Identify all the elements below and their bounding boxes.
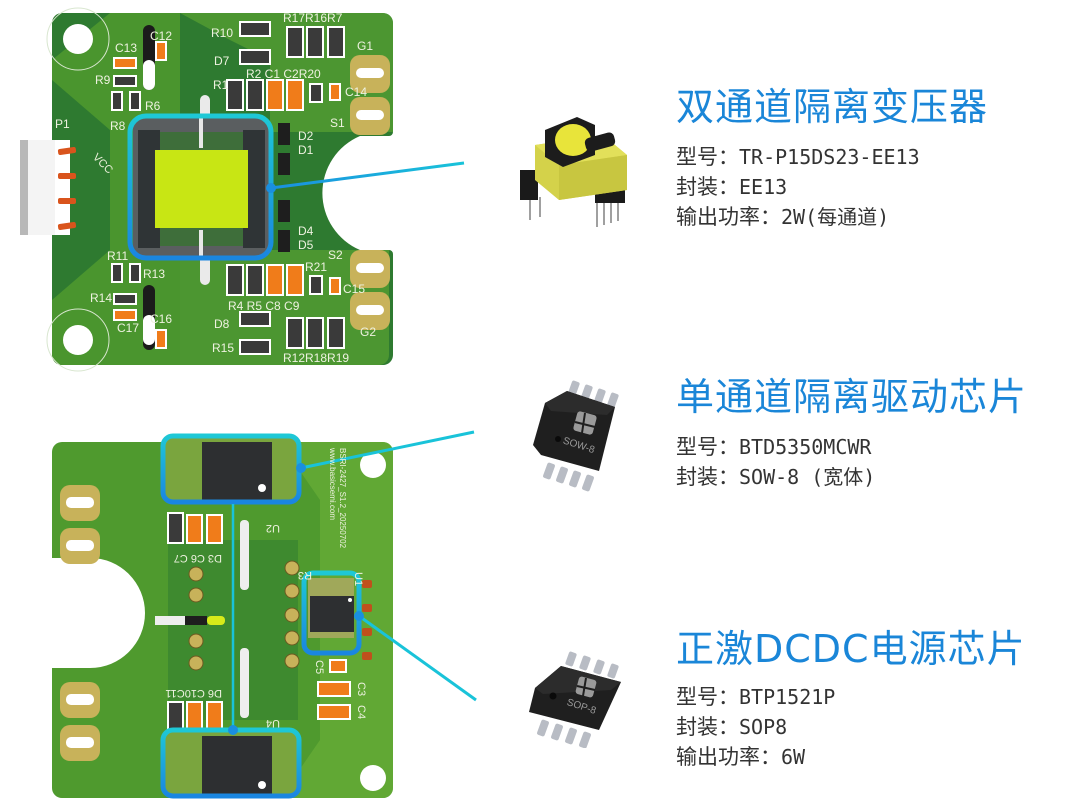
transformer-title: 双通道隔离变压器 bbox=[676, 85, 989, 129]
svg-text:U4: U4 bbox=[266, 717, 280, 729]
svg-text:G2: G2 bbox=[360, 325, 376, 339]
driver-chip-callout-line bbox=[300, 430, 475, 470]
top-pcb-board: P1 R10 R17R16R7 G1 C12 C13 D7 R2 C1 C2R2… bbox=[20, 7, 465, 372]
svg-text:www.basicsemi.com: www.basicsemi.com bbox=[328, 447, 337, 520]
transformer-icon bbox=[520, 117, 627, 227]
transformer-specs: 型号：TR-P15DS23-EE13 封装：EE13 输出功率：2W(每通道) bbox=[676, 142, 920, 232]
transformer-callout-line bbox=[270, 161, 465, 190]
driver-chip-specs: 型号：BTD5350MCWR 封装：SOW-8 (宽体) bbox=[676, 432, 875, 492]
svg-text:S1: S1 bbox=[330, 116, 345, 130]
svg-text:R3: R3 bbox=[298, 569, 312, 581]
svg-text:D5: D5 bbox=[298, 238, 314, 252]
svg-text:R4 R5 C8 C9: R4 R5 C8 C9 bbox=[228, 299, 300, 313]
transformer-t1 bbox=[133, 118, 270, 258]
svg-text:D7: D7 bbox=[214, 54, 230, 68]
svg-text:R1: R1 bbox=[213, 78, 229, 92]
spec-row-package: 封装：SOP8 bbox=[676, 715, 788, 739]
svg-text:D4: D4 bbox=[298, 224, 314, 238]
svg-text:R11: R11 bbox=[107, 249, 128, 263]
svg-text:D1: D1 bbox=[298, 143, 314, 157]
svg-text:R9: R9 bbox=[95, 73, 111, 87]
spec-row-model: 型号：TR-P15DS23-EE13 bbox=[676, 145, 920, 169]
svg-text:C3: C3 bbox=[355, 682, 367, 696]
svg-text:R17R16R7: R17R16R7 bbox=[283, 11, 343, 25]
svg-text:R15: R15 bbox=[212, 341, 234, 355]
svg-text:C15: C15 bbox=[343, 282, 365, 296]
svg-text:R12R18R19: R12R18R19 bbox=[283, 351, 349, 365]
dcdc-chip-specs: 型号：BTP1521P 封装：SOP8 输出功率：6W bbox=[676, 682, 835, 772]
driver-chip-title: 单通道隔离驱动芯片 bbox=[676, 375, 1028, 419]
svg-text:R21: R21 bbox=[305, 260, 327, 274]
svg-text:D8: D8 bbox=[214, 317, 230, 331]
sow8-chip-icon: SOW-8 bbox=[533, 380, 619, 492]
dcdc-chip-callout-line bbox=[358, 614, 477, 702]
svg-text:R6: R6 bbox=[145, 99, 161, 113]
svg-text:R2 C1 C2R20: R2 C1 C2R20 bbox=[246, 67, 321, 81]
spec-row-power: 输出功率：2W(每通道) bbox=[676, 205, 890, 229]
svg-text:C12: C12 bbox=[150, 29, 172, 43]
svg-text:C4: C4 bbox=[355, 705, 367, 719]
sop8-chip-icon: SOP-8 bbox=[529, 651, 621, 748]
svg-text:BSRI-2427_S1.2_20250702: BSRI-2427_S1.2_20250702 bbox=[338, 448, 347, 549]
svg-text:R8: R8 bbox=[110, 119, 126, 133]
svg-text:C5: C5 bbox=[313, 660, 325, 674]
svg-text:D3 C6 C7: D3 C6 C7 bbox=[174, 552, 222, 564]
svg-text:R10: R10 bbox=[211, 26, 233, 40]
svg-text:C14: C14 bbox=[345, 85, 367, 99]
svg-text:D6 C10C11: D6 C10C11 bbox=[165, 687, 222, 699]
spec-row-model: 型号：BTP1521P bbox=[676, 685, 836, 709]
dcdc-chip-title: 正激DCDC电源芯片 bbox=[676, 627, 1026, 671]
svg-text:R14: R14 bbox=[90, 291, 112, 305]
spec-row-power: 输出功率：6W bbox=[676, 745, 806, 769]
svg-text:C13: C13 bbox=[115, 41, 137, 55]
svg-text:U2: U2 bbox=[266, 522, 280, 534]
svg-text:U1: U1 bbox=[352, 572, 364, 586]
svg-text:C17: C17 bbox=[117, 321, 139, 335]
svg-text:G1: G1 bbox=[357, 39, 373, 53]
svg-text:P1: P1 bbox=[55, 117, 70, 131]
svg-text:R13: R13 bbox=[143, 267, 165, 281]
spec-row-package: 封装：SOW-8 (宽体) bbox=[676, 465, 876, 489]
bottom-pcb-board: U2 D3 C6 C7 U1 R3 C5 C3 C4 D6 C10C11 U4 … bbox=[52, 430, 477, 799]
svg-text:S2: S2 bbox=[328, 248, 343, 262]
svg-text:C16: C16 bbox=[150, 312, 172, 326]
spec-row-model: 型号：BTD5350MCWR bbox=[676, 435, 872, 459]
svg-text:D2: D2 bbox=[298, 129, 314, 143]
spec-row-package: 封装：EE13 bbox=[676, 175, 788, 199]
